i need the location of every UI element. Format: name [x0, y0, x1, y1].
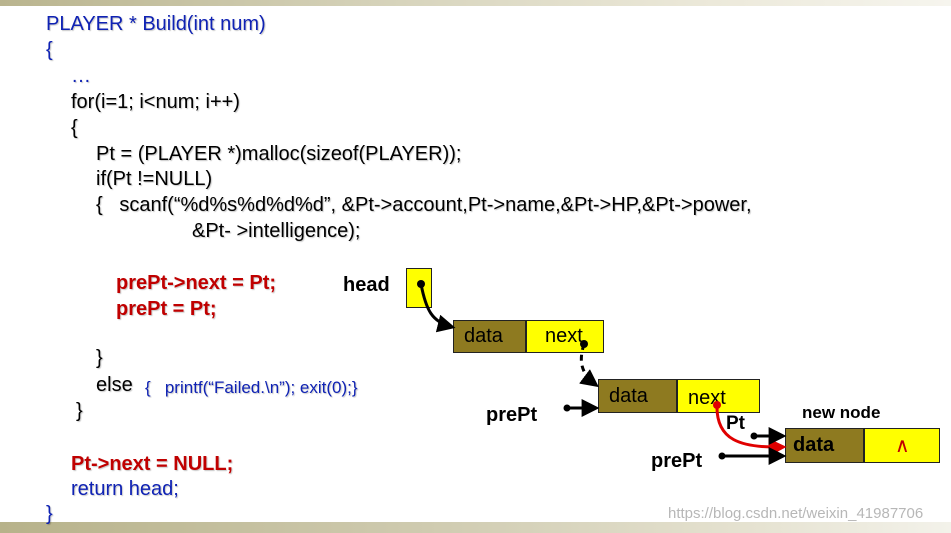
- top-band: [0, 0, 951, 6]
- prept-label-2: prePt: [651, 450, 703, 472]
- head-pointer-box: [406, 268, 432, 308]
- node-3-next: ∧: [864, 428, 940, 463]
- code-line-12: }: [96, 347, 103, 369]
- head-label: head: [343, 274, 390, 296]
- code-line-15: Pt->next = NULL;: [71, 453, 234, 475]
- code-line-13-else: else: [96, 374, 133, 396]
- pt-label: Pt: [726, 413, 745, 434]
- node-3-data: data: [785, 428, 864, 463]
- code-line-9: &Pt- >intelligence);: [192, 220, 361, 242]
- code-line-16: return head;: [71, 478, 179, 500]
- new-node-label: new node: [802, 403, 881, 422]
- node1-to-node2-arrow: [579, 343, 599, 388]
- code-line-14: }: [76, 400, 83, 422]
- code-line-11: prePt = Pt;: [116, 298, 217, 320]
- code-line-7: if(Pt !=NULL): [96, 168, 213, 190]
- code-line-10: prePt->next = Pt;: [116, 272, 277, 294]
- node-1-data: data: [453, 320, 526, 353]
- code-line-1: PLAYER * Build(int num): [46, 13, 266, 35]
- code-line-4: for(i=1; i<num; i++): [71, 91, 240, 113]
- code-line-6: Pt = (PLAYER *)malloc(sizeof(PLAYER));: [96, 143, 462, 165]
- code-line-3: …: [71, 65, 91, 87]
- node2-to-new-node-arrow: [715, 404, 787, 457]
- node-2-data: data: [598, 379, 677, 413]
- code-line-17: }: [46, 503, 53, 525]
- code-line-13-body: { printf(“Failed.\n”); exit(0);}: [145, 378, 358, 397]
- prept-label-1: prePt: [486, 404, 538, 426]
- bottom-band: [0, 522, 951, 533]
- code-line-2: {: [46, 39, 53, 61]
- code-line-8: { scanf(“%d%s%d%d%d”, &Pt->account,Pt->n…: [96, 194, 752, 216]
- node-1-next: next: [526, 320, 604, 353]
- head-to-node1-arrow: [419, 283, 456, 333]
- watermark: https://blog.csdn.net/weixin_41987706: [668, 505, 924, 522]
- code-line-5: {: [71, 117, 78, 139]
